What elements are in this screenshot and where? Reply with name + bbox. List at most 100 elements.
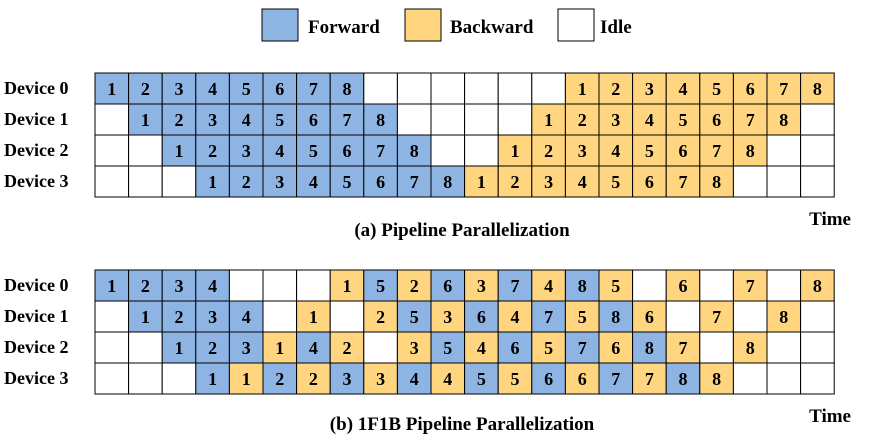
backward-cell xyxy=(732,134,768,167)
forward-cell xyxy=(396,165,432,198)
microbatch-number: 6 xyxy=(712,110,721,130)
backward-cell xyxy=(329,331,365,364)
microbatch-number: 2 xyxy=(410,276,419,296)
legend-swatch-forward xyxy=(261,8,299,42)
idle-cell xyxy=(632,269,667,302)
backward-cell xyxy=(732,72,768,105)
microbatch-number: 4 xyxy=(275,141,284,161)
backward-cell xyxy=(699,165,734,198)
forward-cell xyxy=(161,331,197,364)
backward-cell xyxy=(699,362,734,395)
microbatch-number: 1 xyxy=(107,79,116,99)
microbatch-number: 4 xyxy=(242,307,251,327)
time-axis-label: Time xyxy=(809,406,851,427)
idle-cell xyxy=(430,72,466,105)
backward-cell xyxy=(598,103,634,136)
idle-cell xyxy=(128,331,163,364)
forward-cell xyxy=(329,165,365,198)
idle-cell xyxy=(363,72,398,105)
microbatch-number: 8 xyxy=(578,276,587,296)
microbatch-number: 5 xyxy=(544,338,553,358)
microbatch-number: 7 xyxy=(746,110,755,130)
idle-cell xyxy=(800,331,835,364)
microbatch-number: 4 xyxy=(208,276,217,296)
microbatch-number: 3 xyxy=(578,141,587,161)
backward-cell xyxy=(732,269,768,302)
idle-cell xyxy=(766,134,802,167)
idle-cell xyxy=(464,134,499,167)
microbatch-number: 7 xyxy=(645,369,654,389)
idle-cell xyxy=(665,300,701,333)
backward-cell xyxy=(564,165,600,198)
microbatch-number: 3 xyxy=(410,338,419,358)
idle-cell xyxy=(94,362,130,395)
forward-cell xyxy=(564,269,600,302)
backward-cell xyxy=(665,134,701,167)
forward-cell xyxy=(262,103,298,136)
backward-cell xyxy=(800,269,835,302)
forward-cell xyxy=(195,331,230,364)
forward-cell xyxy=(228,331,264,364)
backward-cell xyxy=(531,165,566,198)
microbatch-number: 3 xyxy=(544,172,553,192)
microbatch-number: 6 xyxy=(511,338,520,358)
idle-cell xyxy=(94,165,130,198)
forward-cell xyxy=(262,134,298,167)
backward-cell xyxy=(665,103,701,136)
idle-cell xyxy=(128,134,163,167)
idle-cell xyxy=(464,103,499,136)
microbatch-number: 6 xyxy=(746,79,755,99)
backward-cell xyxy=(464,165,499,198)
time-axis-label: Time xyxy=(809,209,851,230)
microbatch-number: 1 xyxy=(141,110,150,130)
forward-cell xyxy=(262,165,298,198)
microbatch-number: 1 xyxy=(343,276,352,296)
backward-cell xyxy=(766,300,802,333)
microbatch-number: 1 xyxy=(208,369,217,389)
idle-cell xyxy=(732,300,768,333)
microbatch-number: 8 xyxy=(712,172,721,192)
microbatch-number: 7 xyxy=(779,79,788,99)
microbatch-number: 2 xyxy=(175,110,184,130)
microbatch-number: 7 xyxy=(578,338,587,358)
forward-cell xyxy=(195,165,230,198)
microbatch-number: 5 xyxy=(477,369,486,389)
microbatch-number: 5 xyxy=(712,79,721,99)
forward-cell xyxy=(228,165,264,198)
forward-cell xyxy=(531,362,566,395)
forward-cell xyxy=(497,269,533,302)
microbatch-number: 5 xyxy=(611,276,620,296)
forward-cell xyxy=(161,300,197,333)
idle-cell xyxy=(800,362,835,395)
microbatch-number: 8 xyxy=(611,307,620,327)
backward-cell xyxy=(699,300,734,333)
backward-cell xyxy=(632,362,667,395)
idle-cell xyxy=(766,269,802,302)
microbatch-number: 5 xyxy=(645,141,654,161)
microbatch-number: 2 xyxy=(309,369,318,389)
microbatch-number: 6 xyxy=(376,172,385,192)
microbatch-number: 3 xyxy=(645,79,654,99)
microbatch-number: 4 xyxy=(645,110,654,130)
microbatch-number: 8 xyxy=(746,338,755,358)
forward-cell xyxy=(262,362,298,395)
microbatch-number: 7 xyxy=(410,172,419,192)
device-label: Device 2 xyxy=(4,337,68,357)
microbatch-number: 6 xyxy=(343,141,352,161)
microbatch-number: 5 xyxy=(242,79,251,99)
microbatch-number: 5 xyxy=(275,110,284,130)
forward-cell xyxy=(128,72,163,105)
microbatch-number: 4 xyxy=(309,172,318,192)
microbatch-number: 2 xyxy=(175,307,184,327)
forward-cell xyxy=(329,72,365,105)
microbatch-number: 7 xyxy=(309,79,318,99)
idle-cell xyxy=(128,165,163,198)
backward-cell xyxy=(732,331,768,364)
idle-cell xyxy=(430,103,466,136)
backward-cell xyxy=(329,269,365,302)
microbatch-number: 2 xyxy=(611,79,620,99)
device-label: Device 3 xyxy=(4,368,68,388)
